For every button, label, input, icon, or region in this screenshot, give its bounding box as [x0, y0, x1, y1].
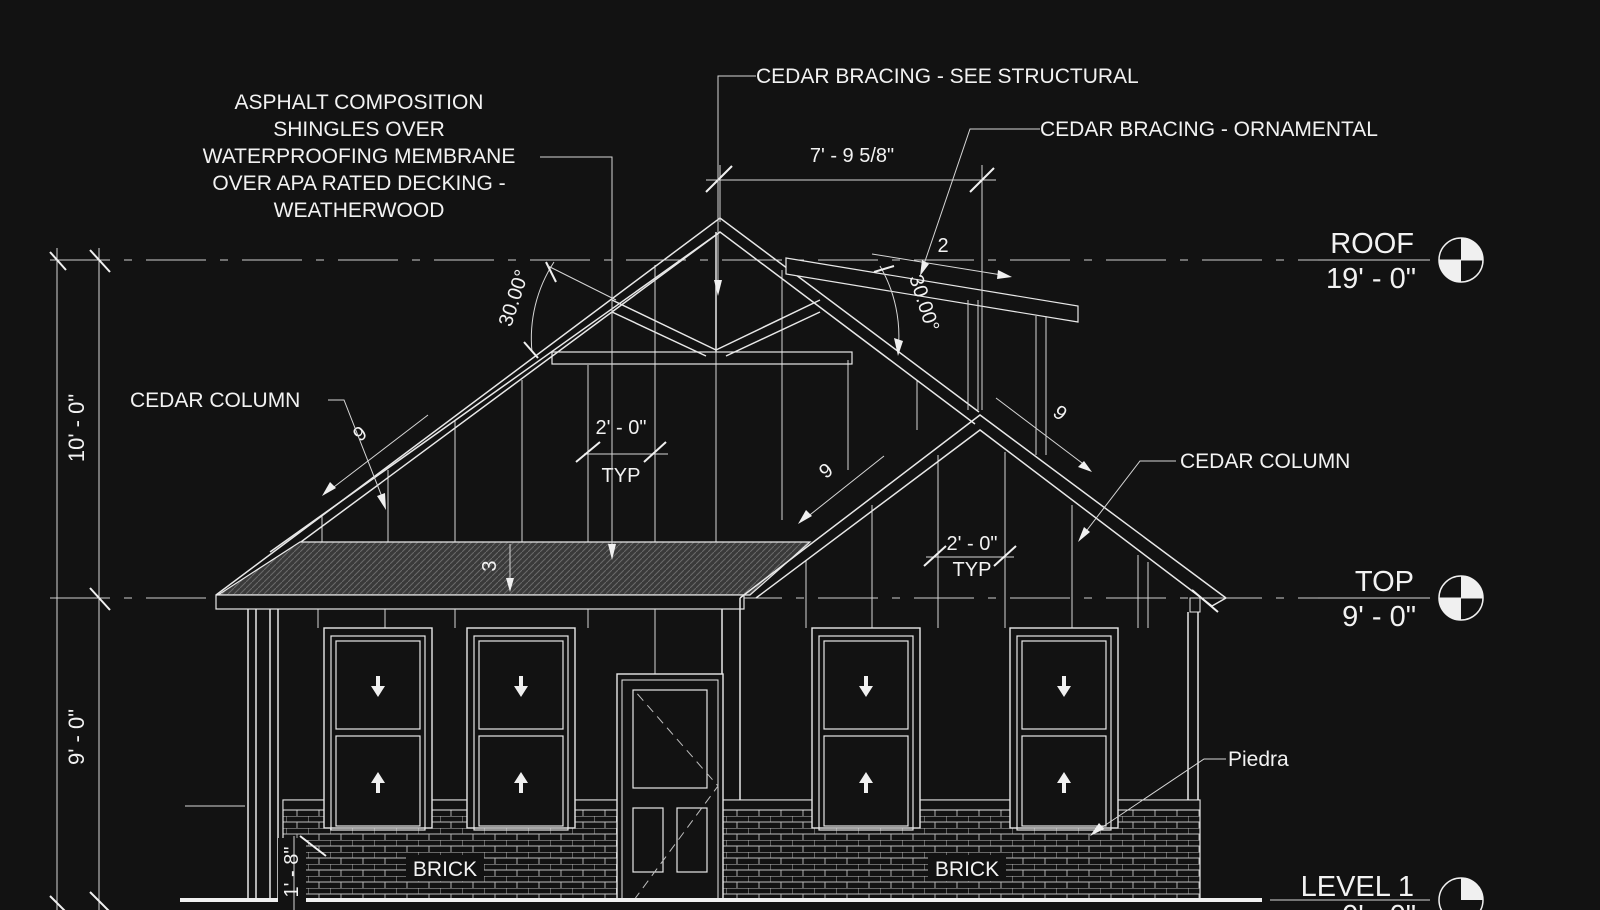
level-elevation-level-1: 0' - 0" — [1342, 900, 1416, 910]
main-gable — [215, 217, 980, 610]
dimension-roof-height: 10' - 0" — [64, 394, 89, 462]
dimension-ridge-width: 7' - 9 5/8" — [810, 145, 894, 167]
spacing-left-value: 2' - 0" — [596, 417, 647, 439]
front-gable — [739, 414, 1227, 628]
window-3 — [811, 627, 921, 831]
note-cedar-column-left: CEDAR COLUMN — [130, 389, 386, 510]
angle-left: 30.00° — [495, 267, 534, 329]
pitch-right: 9 — [1049, 401, 1071, 425]
spacing-dimension-right: 2' - 0" TYP — [923, 533, 1017, 581]
level-elevation-top: 9' - 0" — [1342, 601, 1416, 633]
note-cedar-bracing-structural: CEDAR BRACING - SEE STRUCTURAL — [714, 65, 1139, 296]
shed-roof — [785, 257, 1079, 455]
dimension-base-height: 1' - 8" — [281, 847, 303, 898]
level-name-level-1: LEVEL 1 — [1301, 871, 1414, 903]
spacing-dimension-left: 2' - 0" TYP — [575, 417, 668, 487]
note-piedra-text: Piedra — [1228, 748, 1289, 771]
front-door — [616, 673, 724, 901]
note-cedar-column-left-text: CEDAR COLUMN — [130, 389, 300, 412]
pitch-mid: 9 — [815, 459, 837, 483]
slope-rise-b: 3 — [479, 560, 501, 571]
note-cedar-bracing-structural-text: CEDAR BRACING - SEE STRUCTURAL — [756, 65, 1139, 88]
level-name-top: TOP — [1355, 566, 1414, 598]
note-cedar-column-right-text: CEDAR COLUMN — [1180, 450, 1350, 473]
level-marker-roof: ROOF 19' - 0" — [1326, 228, 1484, 295]
note-cedar-column-right: CEDAR COLUMN — [1078, 450, 1350, 542]
note-cedar-bracing-ornamental-text: CEDAR BRACING - ORNAMENTAL — [1040, 118, 1378, 141]
ridge-width-dimension: 7' - 9 5/8" — [705, 145, 996, 410]
window-2 — [466, 627, 576, 831]
note-cedar-bracing-ornamental: CEDAR BRACING - ORNAMENTAL — [920, 118, 1378, 276]
angle-right: 30.00° — [904, 272, 943, 334]
level-name-roof: ROOF — [1330, 228, 1414, 260]
note-roofing-line-2: SHINGLES OVER — [273, 118, 445, 141]
spacing-right-typ: TYP — [953, 559, 992, 581]
level-marker-top: TOP 9' - 0" — [1342, 566, 1484, 633]
note-roofing: ASPHALT COMPOSITION SHINGLES OVER WATERP… — [203, 91, 616, 560]
spacing-right-value: 2' - 0" — [947, 533, 998, 555]
note-roofing-line-4: OVER APA RATED DECKING - — [212, 172, 505, 195]
vertical-dimensions: 10' - 0" 9' - 0" — [49, 248, 111, 910]
level-marker-level-1: LEVEL 1 0' - 0" — [1301, 871, 1484, 910]
note-roofing-line-1: ASPHALT COMPOSITION — [235, 91, 484, 114]
note-piedra: Piedra — [1090, 748, 1289, 836]
note-roofing-line-5: WEATHERWOOD — [274, 199, 445, 222]
note-brick-right: BRICK — [935, 858, 999, 881]
spacing-left-typ: TYP — [602, 465, 641, 487]
note-brick-left: BRICK — [413, 858, 477, 881]
window-4 — [1009, 627, 1119, 831]
note-roofing-line-3: WATERPROOFING MEMBRANE — [203, 145, 516, 168]
note-brick: BRICK BRICK — [406, 855, 1006, 881]
slope-rise-a: 2 — [937, 235, 948, 257]
level-elevation-roof: 19' - 0" — [1326, 263, 1416, 295]
window-1 — [323, 627, 433, 831]
base-height-dimension: 1' - 8" — [278, 835, 327, 910]
dimension-wall-height: 9' - 0" — [64, 709, 89, 765]
